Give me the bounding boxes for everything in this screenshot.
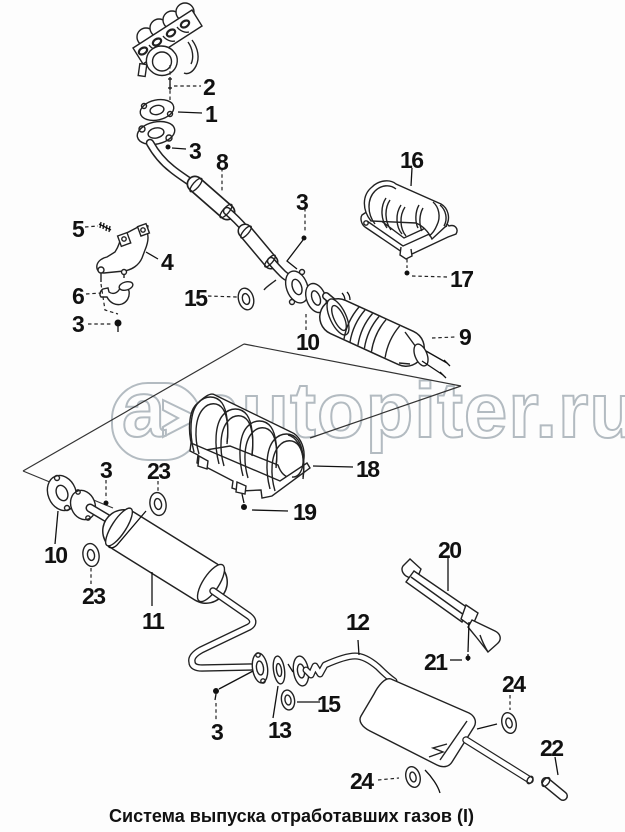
svg-text:21: 21 (424, 649, 448, 675)
svg-text:3: 3 (211, 719, 223, 745)
svg-text:Система выпуска отработавших г: Система выпуска отработавших газов (I) (109, 806, 474, 826)
svg-text:22: 22 (540, 735, 563, 761)
svg-text:8: 8 (216, 149, 229, 175)
svg-text:15: 15 (184, 285, 208, 311)
svg-text:6: 6 (72, 283, 84, 309)
svg-text:24: 24 (502, 671, 526, 697)
svg-text:9: 9 (459, 324, 471, 350)
svg-text:10: 10 (44, 542, 67, 568)
svg-text:3: 3 (100, 457, 112, 483)
svg-text:3: 3 (189, 138, 201, 164)
svg-text:13: 13 (268, 717, 291, 743)
svg-text:12: 12 (346, 609, 369, 635)
svg-text:3: 3 (72, 311, 84, 337)
svg-text:19: 19 (293, 499, 316, 525)
svg-text:20: 20 (438, 537, 461, 563)
svg-text:3: 3 (296, 189, 308, 215)
svg-text:5: 5 (72, 216, 85, 242)
svg-text:23: 23 (82, 583, 105, 609)
svg-text:1: 1 (205, 101, 218, 127)
svg-text:17: 17 (450, 266, 473, 292)
svg-text:10: 10 (296, 329, 319, 355)
svg-text:a: a (122, 365, 166, 453)
svg-text:15: 15 (317, 691, 341, 717)
svg-text:24: 24 (350, 768, 374, 794)
svg-text:2: 2 (203, 74, 215, 100)
svg-text:11: 11 (142, 608, 165, 634)
svg-text:23: 23 (147, 458, 170, 484)
svg-text:4: 4 (161, 249, 174, 275)
svg-text:18: 18 (356, 456, 380, 482)
svg-text:16: 16 (400, 147, 423, 173)
